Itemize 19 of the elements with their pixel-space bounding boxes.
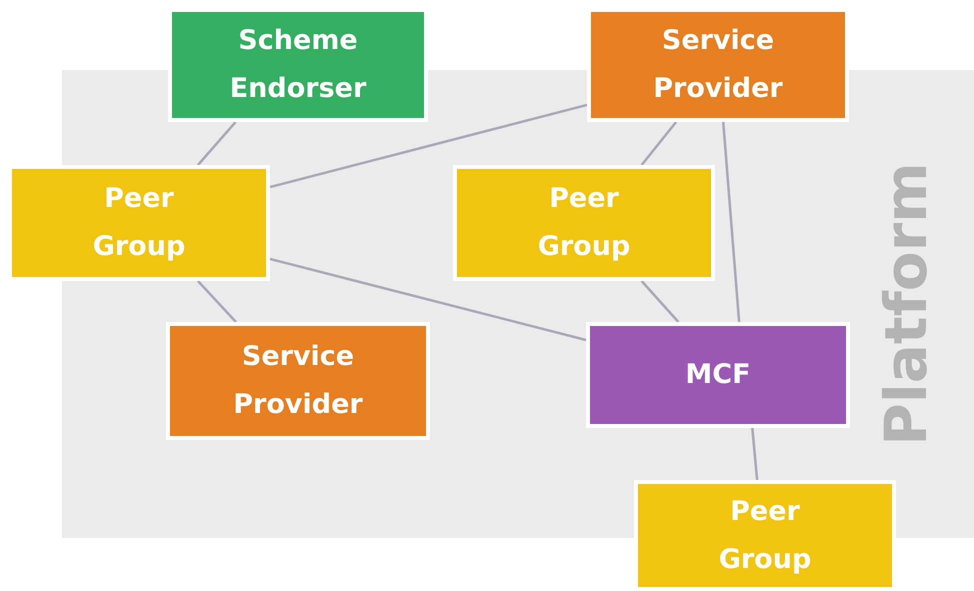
connector-line bbox=[751, 428, 758, 480]
entity-label: Peer Group bbox=[536, 182, 632, 264]
connector-line bbox=[197, 121, 237, 166]
entity-label: Peer Group bbox=[718, 494, 812, 576]
platform-label: Platform bbox=[872, 161, 940, 448]
entity-label: Scheme Endorser bbox=[228, 24, 368, 106]
connector-line bbox=[197, 280, 237, 323]
connector-line bbox=[722, 122, 740, 322]
entity-label: Service Provider bbox=[232, 340, 364, 422]
entity-label: MCF bbox=[684, 358, 752, 392]
entity-box bbox=[453, 165, 715, 281]
connector-line bbox=[640, 280, 680, 323]
entity-label: Service Provider bbox=[652, 24, 784, 106]
entity-box bbox=[166, 322, 430, 440]
connector-line bbox=[270, 104, 588, 188]
connector-line bbox=[270, 258, 586, 342]
connector-line bbox=[640, 121, 678, 166]
entity-box bbox=[586, 322, 850, 428]
entity-label: Peer Group bbox=[92, 182, 186, 264]
